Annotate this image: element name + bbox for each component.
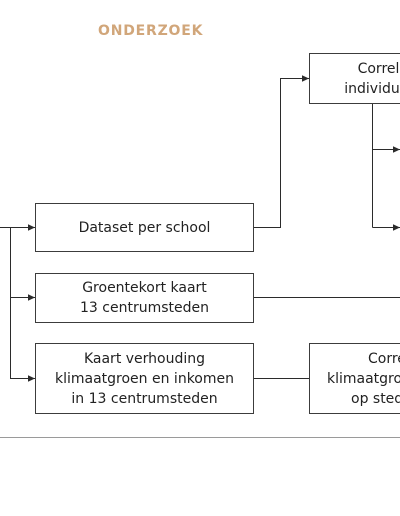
- node-correl-individu: Correl individu: [309, 53, 400, 104]
- node-line: 13 centrumsteden: [80, 300, 209, 316]
- node-line: Correl: [357, 60, 400, 77]
- node-corre-klimaatgroen: Corre klimaatgro op sted: [309, 343, 400, 414]
- node-line: Kaart verhouding: [83, 350, 206, 367]
- node-kaart-verhouding: Kaart verhouding klimaatgroen en inkomen…: [35, 343, 254, 414]
- node-line: op sted: [351, 390, 400, 407]
- node-groentekort-kaart: Groentekort kaart 13 centrumsteden: [35, 273, 254, 323]
- node-line: klimaatgroen en inkomen: [54, 370, 234, 387]
- node-line: klimaatgro: [327, 370, 400, 387]
- node-line: Corre: [368, 350, 400, 367]
- node-dataset-per-school: Dataset per school: [35, 203, 254, 252]
- section-title: ONDERZOEK: [98, 23, 204, 39]
- node-line: in 13 centrumsteden: [71, 390, 218, 407]
- arrow-dataset-to-correl: [254, 75, 309, 228]
- node-line: individu: [344, 80, 400, 97]
- node-line: Groentekort kaart: [82, 280, 207, 296]
- node-line: Dataset per school: [78, 219, 211, 236]
- horizontal-divider: [0, 437, 400, 438]
